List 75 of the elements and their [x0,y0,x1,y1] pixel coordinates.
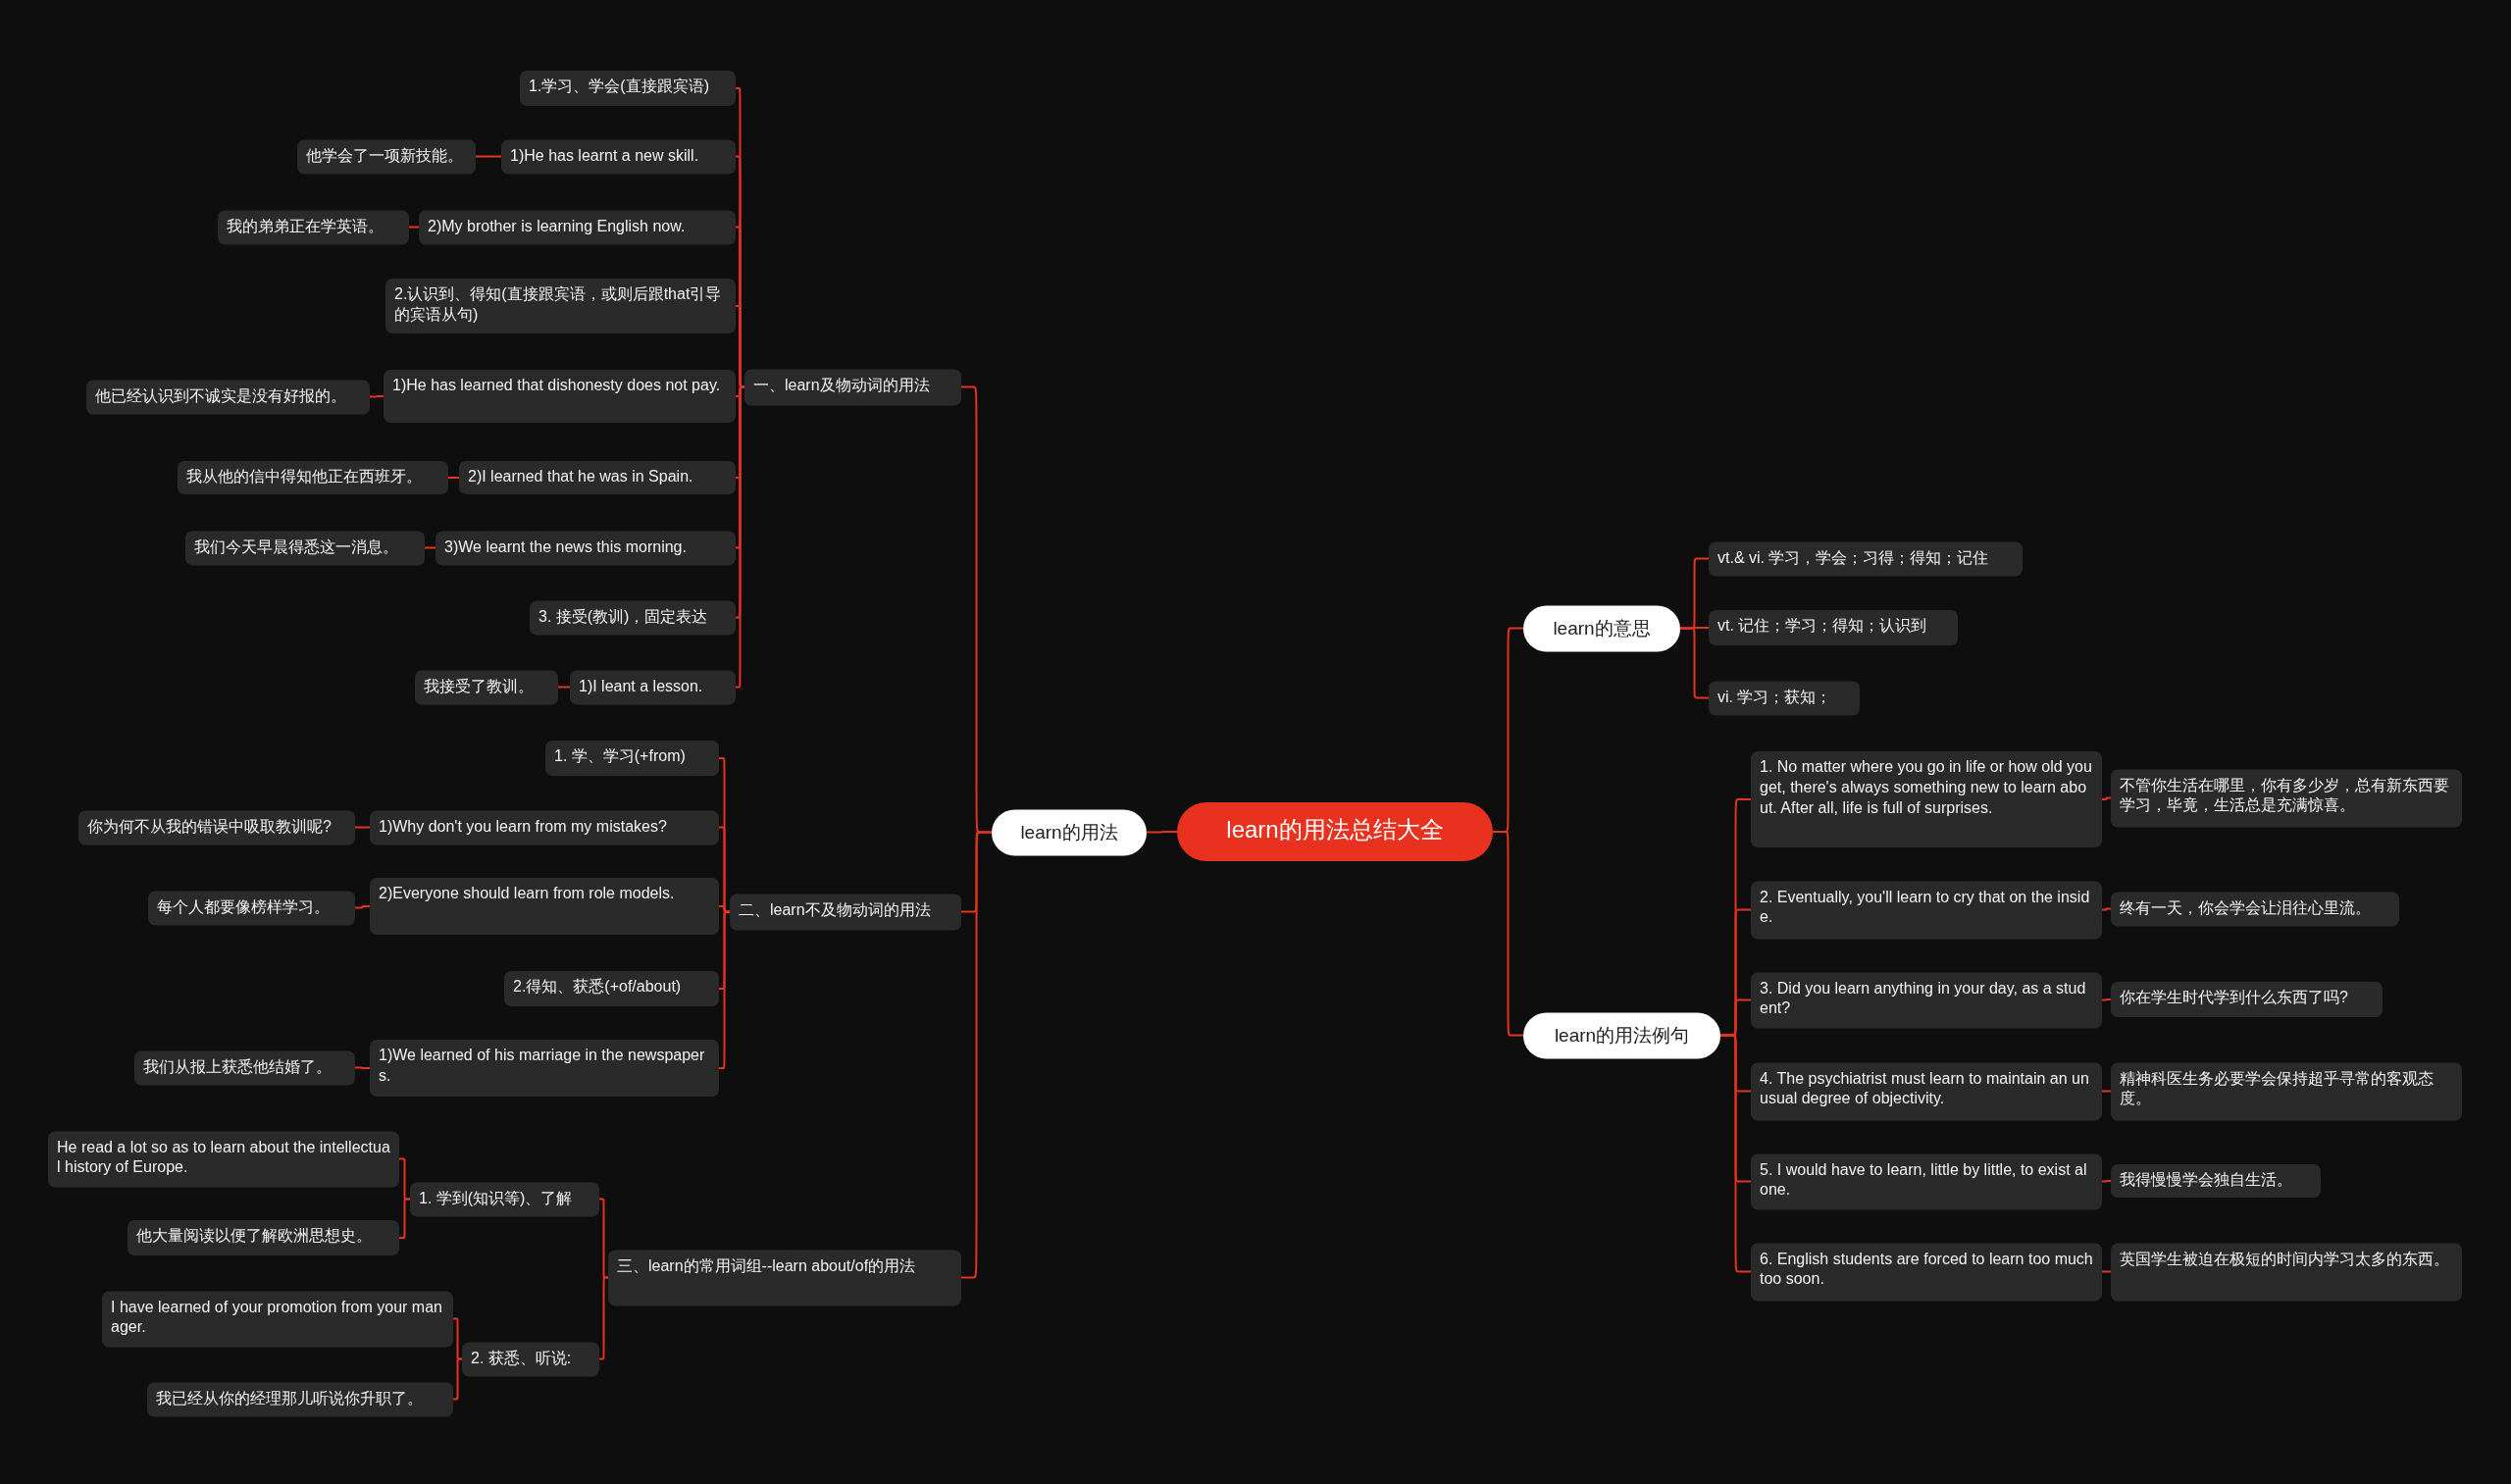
connector-line [1719,1034,1752,1273]
topic-box: 我们从报上获悉他结婚了。 [134,1050,355,1085]
connector-line [354,905,371,909]
connector-line [398,1198,411,1239]
topic-box: 3. 接受(教训)，固定表达 [530,600,736,635]
topic-box: 1)I leant a lesson. [570,670,736,704]
topic-box: 你为何不从我的错误中吸取教训呢? [78,810,355,844]
connector-line [1679,627,1710,699]
topic-box: 4. The psychiatrist must learn to maintain an unusual degree of objectivity. [1751,1062,2102,1120]
topic-box: 我得慢慢学会独自生活。 [2111,1164,2321,1198]
connector-line [408,226,420,229]
connector-line [424,546,436,549]
connector-line [1492,831,1524,1037]
topic-box: 1. 学、学习(+from) [545,741,719,776]
topic-box: 终有一天，你会学会让泪往心里流。 [2111,892,2399,926]
topic-box: 1)We learned of his marriage in the newspapers. [370,1040,719,1097]
connector-line [557,686,571,689]
topic-box: vt.& vi. 学习，学会；习得；得知；记住 [1709,541,2023,576]
topic-box: 你在学生时代学到什么东西了吗? [2111,982,2383,1017]
topic-box: 一、learn及物动词的用法 [744,369,961,405]
topic-box: 3. Did you learn anything in your day, as a student? [1751,972,2102,1028]
topic-box: 1.学习、学会(直接跟宾语) [520,71,736,106]
topic-box: 二、learn不及物动词的用法 [730,894,961,930]
topic-box: vt. 记住；学习；得知；认识到 [1709,610,1958,645]
branch-topic: learn的用法例句 [1523,1012,1720,1058]
connector-line [2101,1180,2112,1183]
connector-line [2101,1090,2112,1093]
topic-box: 1)He has learnt a new skill. [501,139,736,174]
connector-line [369,395,384,398]
topic-box: 1)Why don't you learn from my mistakes? [370,810,719,844]
connector-line [452,1357,463,1401]
topic-box: 5. I would have to learn, little by little, to exist alone. [1751,1153,2102,1209]
connector-line [2101,998,2112,1001]
topic-box: 3)We learnt the news this morning. [436,531,736,565]
topic-box: 6. English students are forced to learn too much too soon. [1751,1243,2102,1301]
topic-box: 2.得知、获悉(+of/about) [504,971,719,1006]
topic-box: He read a lot so as to learn about the intellectual history of Europe. [48,1131,399,1187]
topic-box: 我已经从你的经理那儿听说你升职了。 [147,1382,453,1416]
topic-box: vi. 学习；获知； [1709,681,1860,715]
connector-line [718,910,731,1069]
topic-box: I have learned of your promotion from your manager. [102,1291,453,1347]
topic-box: 2. 获悉、听说: [462,1342,599,1376]
connector-line [598,1276,609,1360]
connector-line [1146,831,1178,834]
topic-box: 2. Eventually, you'll learn to cry that on the inside. [1751,881,2102,939]
topic-box: 1)He has learned that dishonesty does not pay. [384,370,736,423]
topic-box: 我们今天早晨得悉这一消息。 [185,531,425,565]
topic-box: 他大量阅读以便了解欧洲思想史。 [128,1220,399,1255]
connector-line [354,826,371,829]
topic-box: 2)I learned that he was in Spain. [459,461,736,494]
central-topic: learn的用法总结大全 [1177,802,1493,861]
topic-box: 我接受了教训。 [415,670,558,704]
topic-box: 2)Everyone should learn from role models. [370,878,719,935]
topic-box: 不管你生活在哪里，你有多少岁，总有新东西要学习，毕竟，生活总是充满惊喜。 [2111,769,2462,827]
topic-box: 他已经认识到不诚实是没有好报的。 [86,380,370,414]
connector-line [475,155,502,158]
topic-box: 英国学生被迫在极短的时间内学习太多的东西。 [2111,1243,2462,1301]
branch-topic: learn的意思 [1523,605,1680,651]
connector-line [2101,907,2112,911]
topic-box: 我的弟弟正在学英语。 [218,210,409,244]
topic-box: 1. No matter where you go in life or how old you get, there's always something new to learn about. After all, life is full of surprises. [1751,751,2102,847]
connector-line [960,831,993,1279]
branch-topic: learn的用法 [992,809,1147,855]
topic-box: 精神科医生务必要学会保持超乎寻常的客观态度。 [2111,1062,2462,1120]
connector-line [447,477,460,479]
topic-box: 我从他的信中得知他正在西班牙。 [178,461,448,494]
topic-box: 每个人都要像榜样学习。 [148,891,355,925]
connector-line [354,1066,371,1069]
connector-line [2101,1270,2112,1273]
topic-box: 他学会了一项新技能。 [297,139,476,174]
connector-line [2101,796,2112,800]
topic-box: 2)My brother is learning English now. [419,210,736,244]
topic-box: 三、learn的常用词组--learn about/of的用法 [608,1250,961,1305]
topic-box: 2.认识到、得知(直接跟宾语，或则后跟that引导的宾语从句) [385,279,736,333]
topic-box: 1. 学到(知识等)、了解 [410,1182,599,1216]
